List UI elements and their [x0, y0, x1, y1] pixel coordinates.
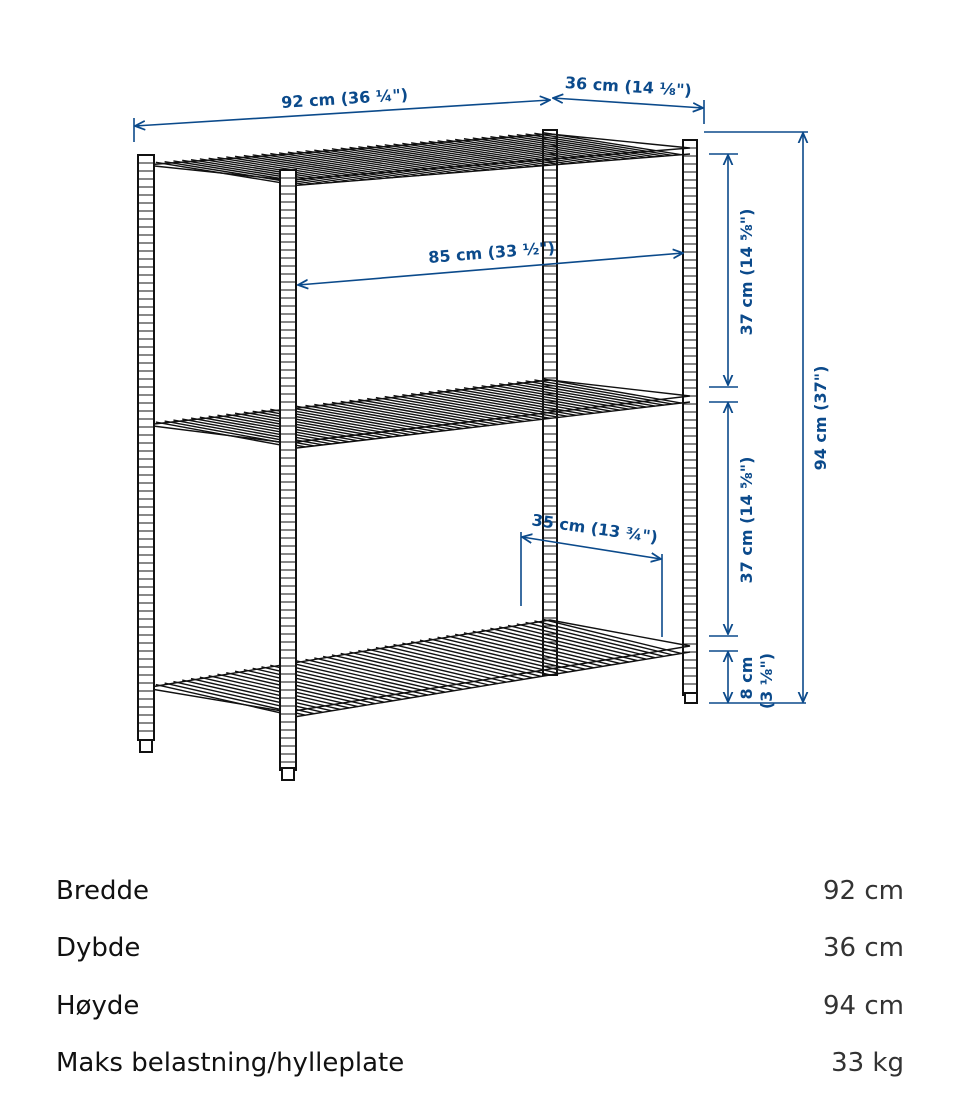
- specs-table: Bredde 92 cm Dybde 36 cm Høyde 94 cm Mak…: [56, 862, 904, 1092]
- dim-total-height: 94 cm (37"): [811, 366, 830, 471]
- dim-inner-width: 85 cm (33 ½"): [428, 238, 556, 267]
- wire-shelf: [144, 378, 691, 450]
- product-dimension-drawing: 92 cm (36 ¼") 36 cm (14 ⅛") 85 cm (33 ½"…: [133, 73, 830, 781]
- dim-foot-height-cm: 8 cm: [737, 657, 756, 700]
- wire-shelf: [144, 131, 691, 187]
- spec-label: Dybde: [56, 933, 141, 964]
- post-front-right: [279, 169, 297, 771]
- spec-row-height: Høyde 94 cm: [56, 977, 904, 1035]
- spec-value: 36 cm: [823, 933, 904, 964]
- spec-value: 92 cm: [823, 875, 904, 906]
- spec-row-max-load: Maks belastning/hylleplate 33 kg: [56, 1035, 904, 1093]
- spec-row-depth: Dybde 36 cm: [56, 920, 904, 978]
- spec-label: Høyde: [56, 990, 140, 1021]
- foot-front-right: [281, 767, 295, 781]
- spec-label: Bredde: [56, 875, 149, 906]
- spec-value: 94 cm: [823, 990, 904, 1021]
- foot-front-left: [139, 739, 153, 753]
- dim-shelf-gap-lower: 37 cm (14 ⅝"): [737, 457, 756, 584]
- dim-width: 92 cm (36 ¼"): [281, 85, 409, 112]
- spec-row-width: Bredde 92 cm: [56, 862, 904, 920]
- dim-shelf-gap-upper: 37 cm (14 ⅝"): [737, 209, 756, 336]
- shelf-illustration: [137, 129, 698, 781]
- spec-value: 33 kg: [831, 1048, 904, 1079]
- wire-shelf: [144, 618, 691, 719]
- spec-label: Maks belastning/hylleplate: [56, 1048, 405, 1079]
- foot-back-right: [684, 692, 698, 704]
- dim-foot-height-in: (3 ⅛"): [757, 653, 776, 709]
- dim-depth: 36 cm (14 ⅛"): [564, 73, 692, 100]
